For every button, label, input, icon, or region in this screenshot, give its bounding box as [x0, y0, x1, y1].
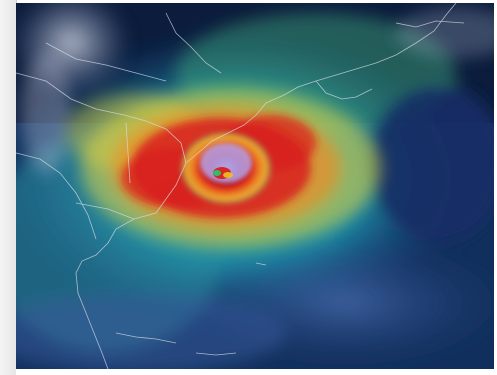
coastline	[16, 3, 465, 369]
left-border	[0, 0, 17, 375]
cloud-swirl	[16, 3, 494, 173]
bottom-border	[16, 369, 497, 375]
storm-eye	[178, 130, 274, 206]
storm-map-view	[16, 3, 494, 369]
right-border	[494, 0, 497, 375]
storm-map-canvas	[16, 3, 494, 369]
